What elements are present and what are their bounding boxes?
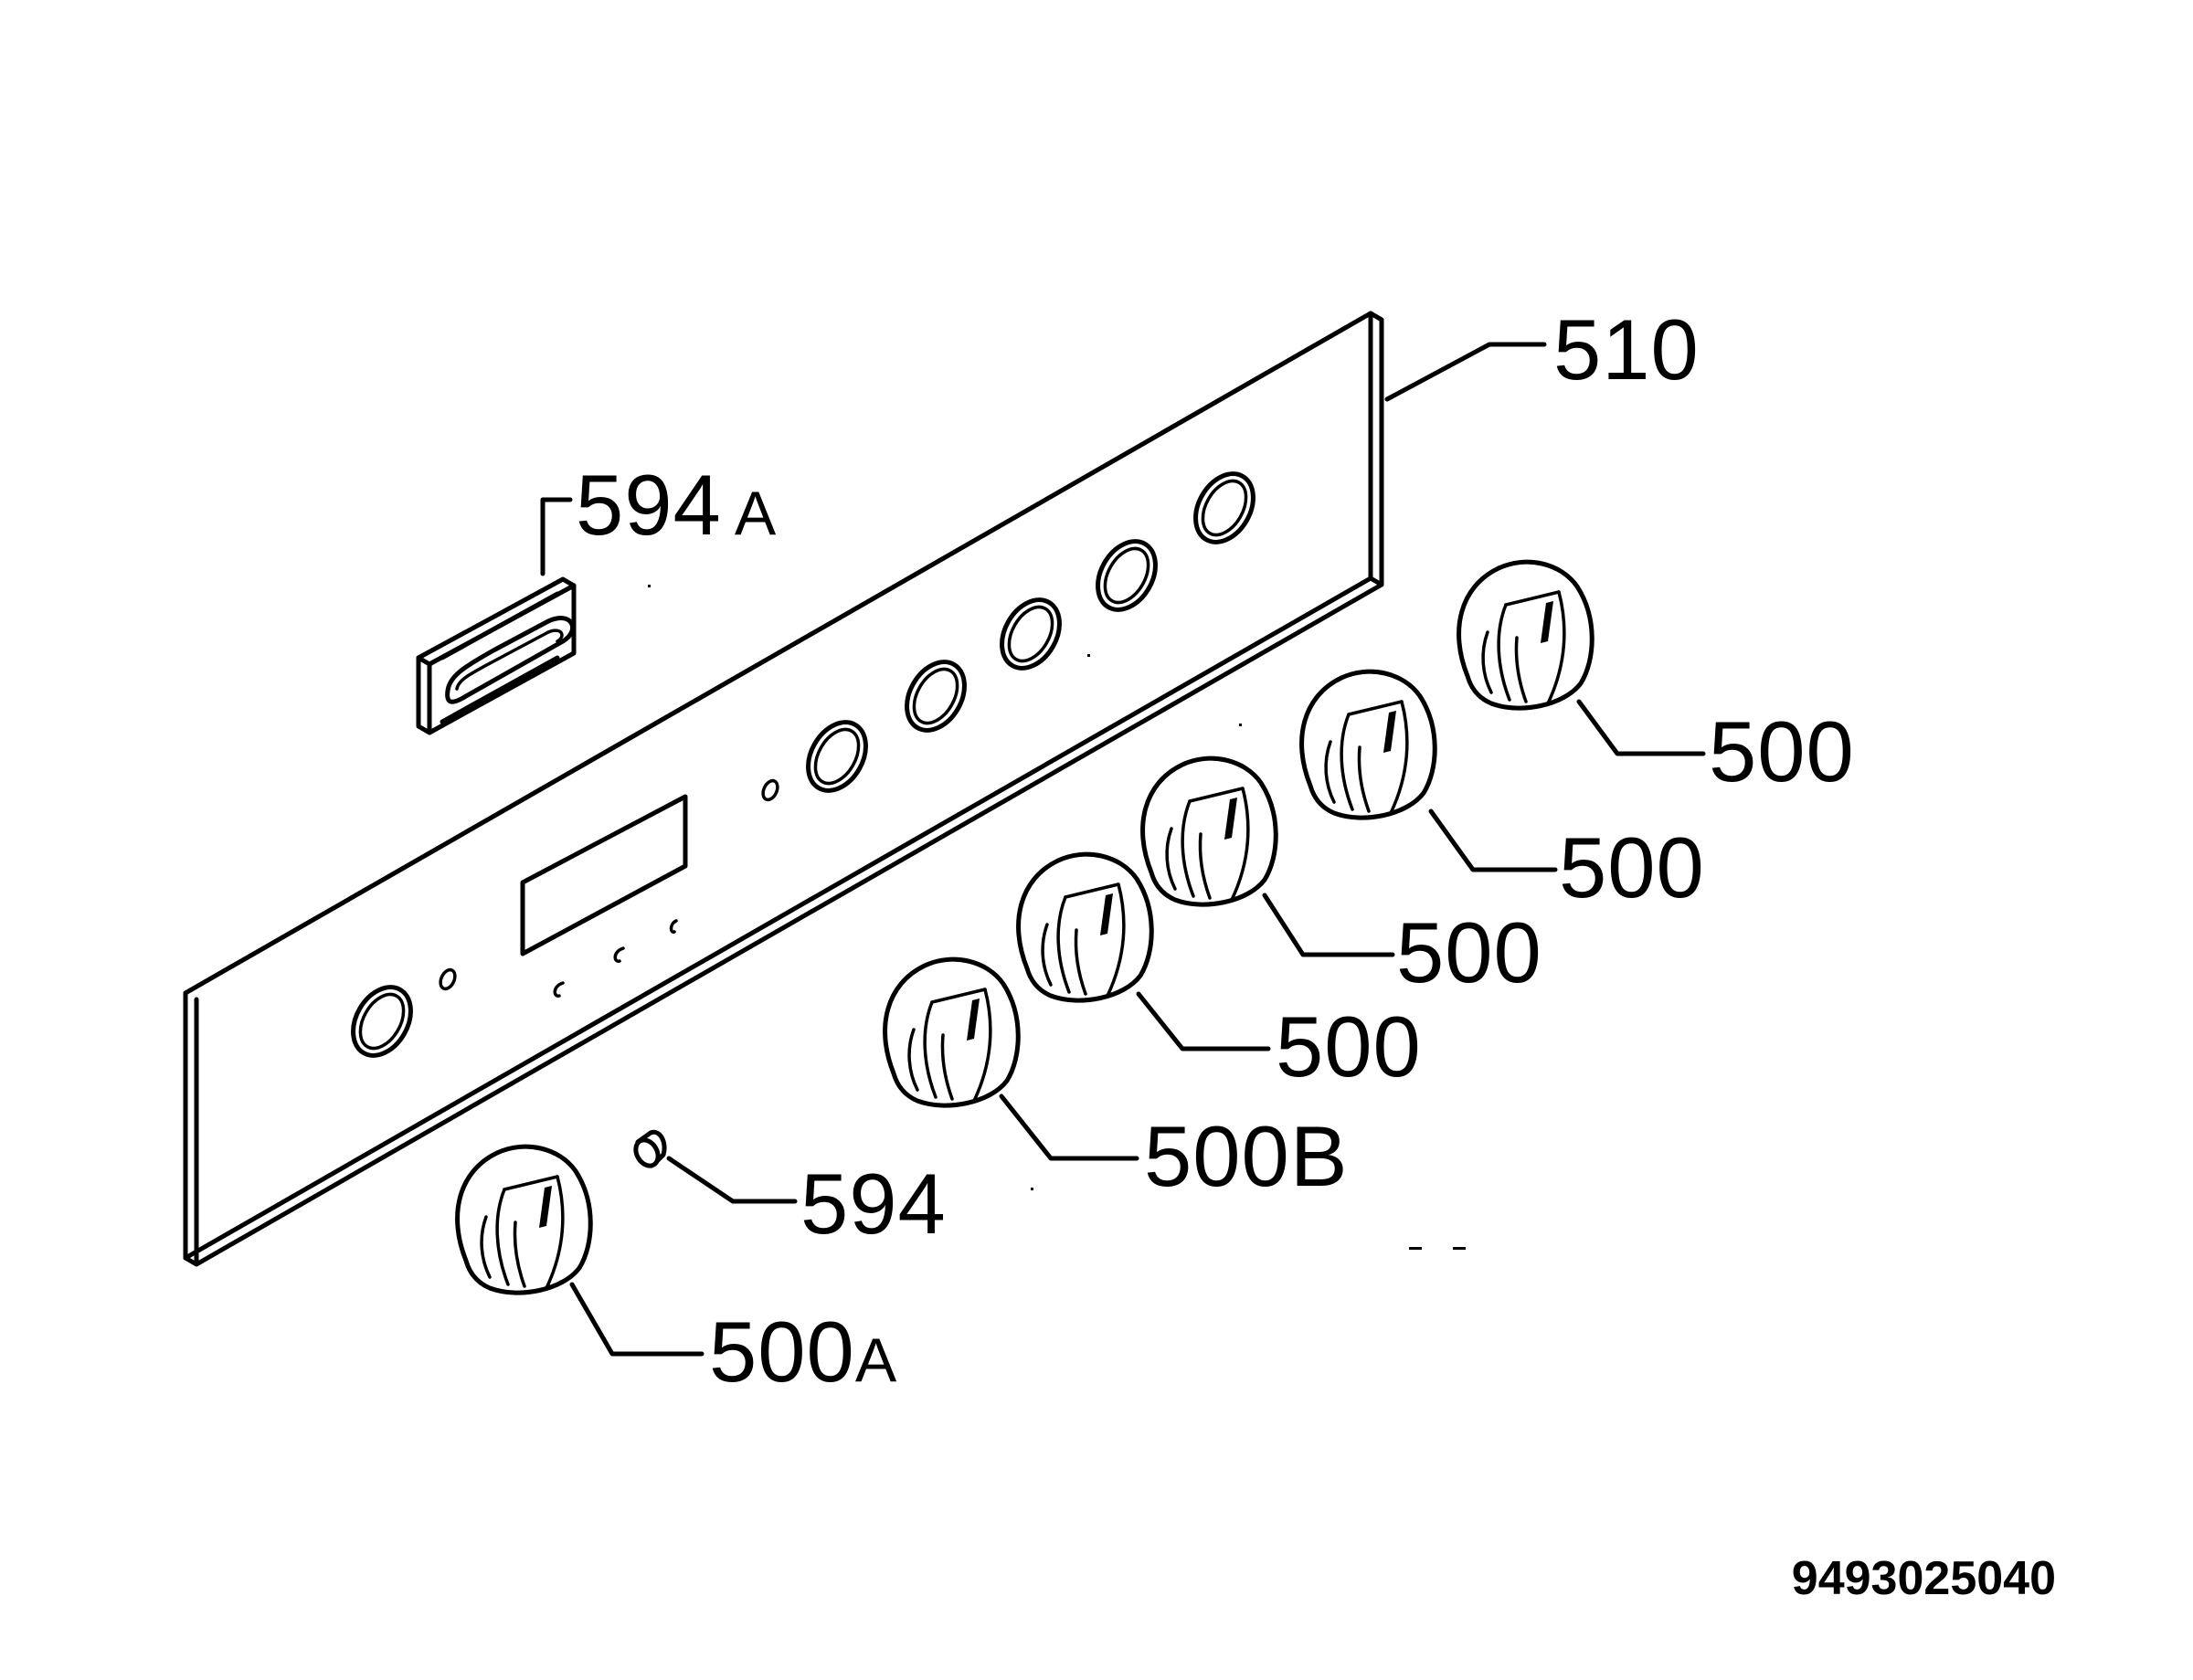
- document-number: 9493025040: [1792, 1552, 2056, 1605]
- label-500-1: 500: [1276, 998, 1422, 1094]
- scan-specks: [648, 585, 1466, 1250]
- knob-500-2: [1143, 758, 1277, 904]
- leader-line-500-4: [1576, 699, 1706, 756]
- button-mark: [613, 946, 625, 963]
- label-500b: 500B: [1144, 1108, 1349, 1204]
- label-500-4: 500: [1709, 703, 1855, 799]
- label-500b-suffix: B: [1290, 1108, 1349, 1204]
- knob-hole: [351, 985, 413, 1058]
- display-window: [520, 794, 688, 956]
- leader-line-594a: [540, 497, 573, 576]
- control-panel: [183, 311, 1384, 1267]
- label-500a-suffix: A: [855, 1326, 897, 1395]
- leader-line-510: [1384, 342, 1547, 402]
- label-500a-number: 500: [709, 1304, 855, 1400]
- knob-hole: [1193, 471, 1255, 544]
- knob-500b: [885, 959, 1019, 1105]
- knob-hole: [806, 720, 868, 793]
- label-594: 594: [800, 1156, 947, 1252]
- indicator-hole: [761, 778, 779, 802]
- label-594a-suffix: A: [735, 479, 777, 548]
- indicator-hole: [439, 967, 457, 991]
- label-500-3: 500: [1559, 819, 1705, 915]
- indicator-lens-594: [633, 1129, 667, 1168]
- leader-line-500-3: [1428, 808, 1558, 872]
- knob-hole: [1096, 539, 1158, 612]
- leader-line-594: [666, 1156, 798, 1204]
- label-500b-number: 500: [1144, 1108, 1290, 1204]
- knob-hole: [905, 660, 967, 733]
- leader-line-500a: [569, 1282, 705, 1357]
- leader-line-500b: [999, 1094, 1139, 1161]
- knob-500-4: [1459, 562, 1593, 708]
- leader-line-500-1: [1136, 991, 1271, 1051]
- button-mark: [553, 981, 565, 998]
- label-510: 510: [1553, 301, 1700, 397]
- knob-hole: [1000, 597, 1062, 671]
- bracket-594a: [416, 576, 577, 735]
- knob-500a: [458, 1146, 591, 1293]
- leader-line-500-2: [1262, 893, 1395, 957]
- button-mark: [669, 919, 678, 934]
- label-500-2: 500: [1396, 904, 1542, 1000]
- knob-500-1: [1019, 854, 1152, 1000]
- label-594a-number: 594: [576, 457, 722, 553]
- knob-500-3: [1302, 671, 1436, 818]
- label-500a: 500A: [709, 1304, 897, 1400]
